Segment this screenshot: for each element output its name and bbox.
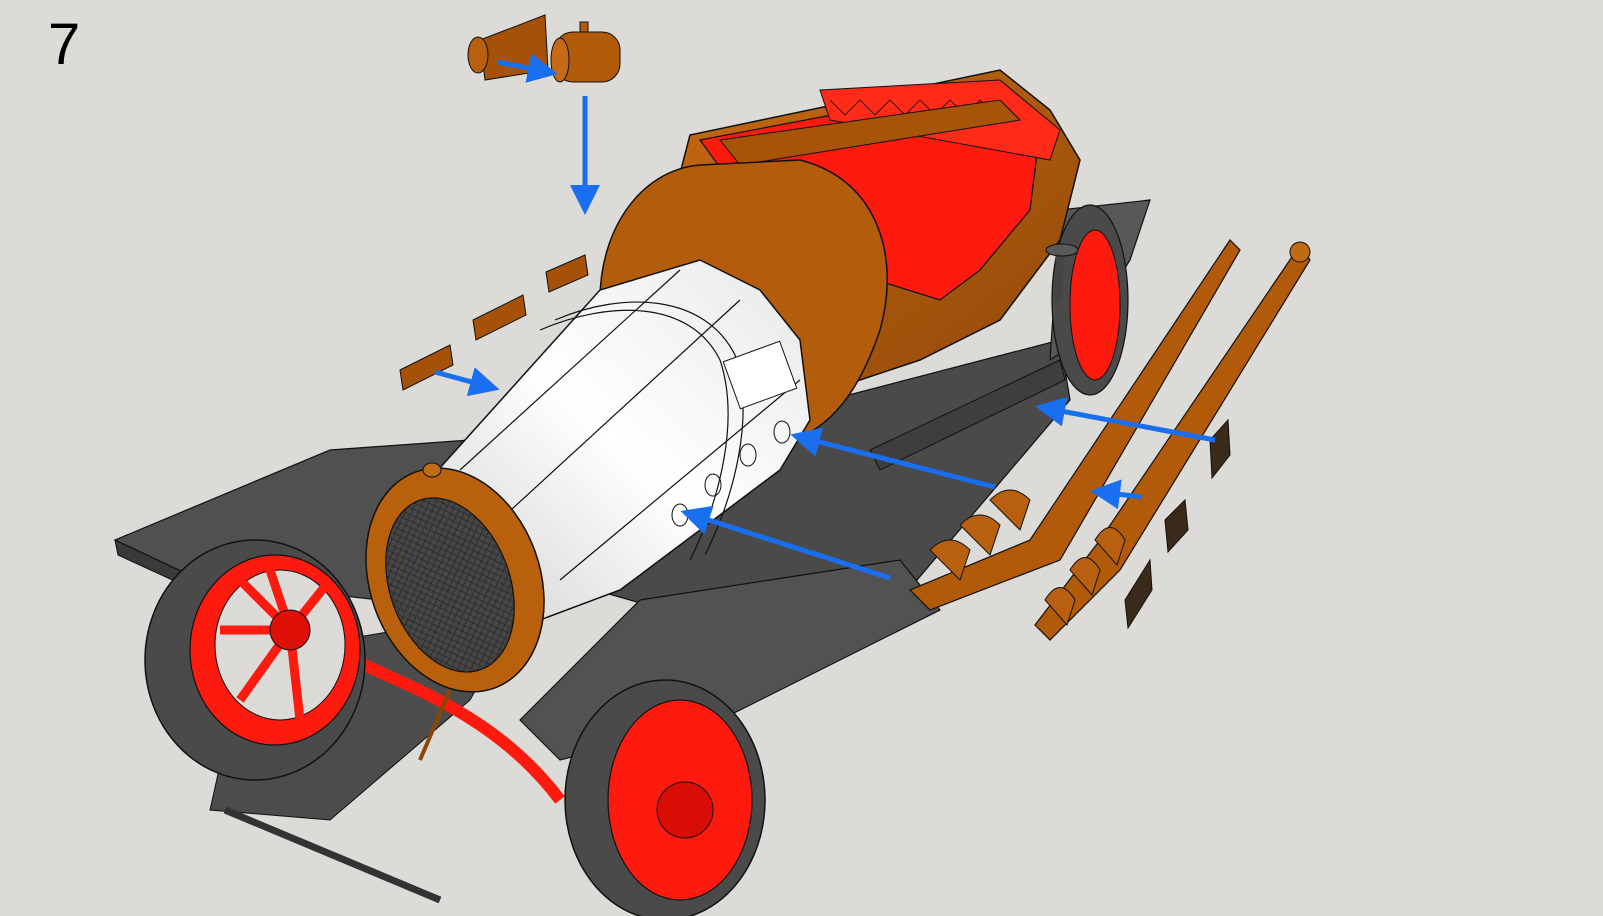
shift-lever <box>1054 249 1064 301</box>
bonnet-strips <box>399 254 589 391</box>
crank-handle <box>418 689 452 761</box>
front-left-wheel <box>144 539 366 781</box>
step-number: 7 <box>48 12 81 77</box>
rear-wheel <box>1051 204 1129 396</box>
exhaust-right <box>1034 241 1311 641</box>
grille-mesh <box>385 497 515 673</box>
arrow-exhaust-lower <box>680 505 891 581</box>
arrow-grate <box>1035 396 1216 443</box>
arrow-strip-to-bonnet <box>434 367 500 397</box>
front-right-wheel <box>564 679 766 916</box>
footboard-grates <box>1124 418 1231 630</box>
arrow-lamp-join <box>497 53 558 83</box>
arrow-exhaust-upper <box>790 427 996 490</box>
louver-panel <box>722 340 798 410</box>
exhaust-left <box>908 239 1241 611</box>
arrow-exhaust-right <box>1090 479 1143 510</box>
exhaust-ports <box>671 420 791 527</box>
assembly-arrows <box>434 53 1216 581</box>
radiator-cap <box>422 462 442 478</box>
radiator <box>365 462 545 761</box>
